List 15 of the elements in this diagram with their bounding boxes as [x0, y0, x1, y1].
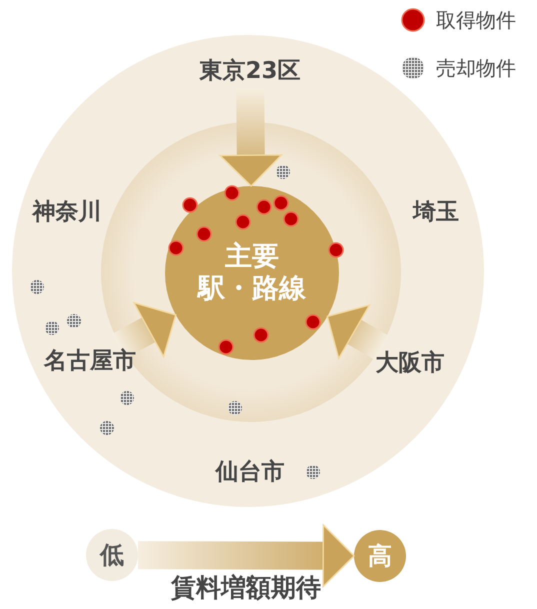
region-label: 大阪市: [376, 350, 444, 378]
block-arrow: [326, 304, 390, 360]
region-label: 神奈川: [32, 200, 102, 225]
low-circle: 低: [86, 529, 138, 581]
legend-label: 取得物件: [436, 9, 516, 31]
block-arrow: [112, 302, 176, 358]
region-label: 名古屋市: [44, 348, 136, 376]
region-label: 東京23区: [199, 58, 300, 86]
block-arrow: [138, 524, 355, 588]
core-circle: 主要 駅・路線: [165, 186, 339, 360]
region-label: 埼玉: [413, 200, 459, 225]
edge-label: 賃料増額期待: [171, 574, 321, 601]
legend-label: 売却物件: [436, 57, 516, 79]
region-label: 仙台市: [216, 460, 284, 485]
high-circle: 高: [354, 530, 406, 582]
